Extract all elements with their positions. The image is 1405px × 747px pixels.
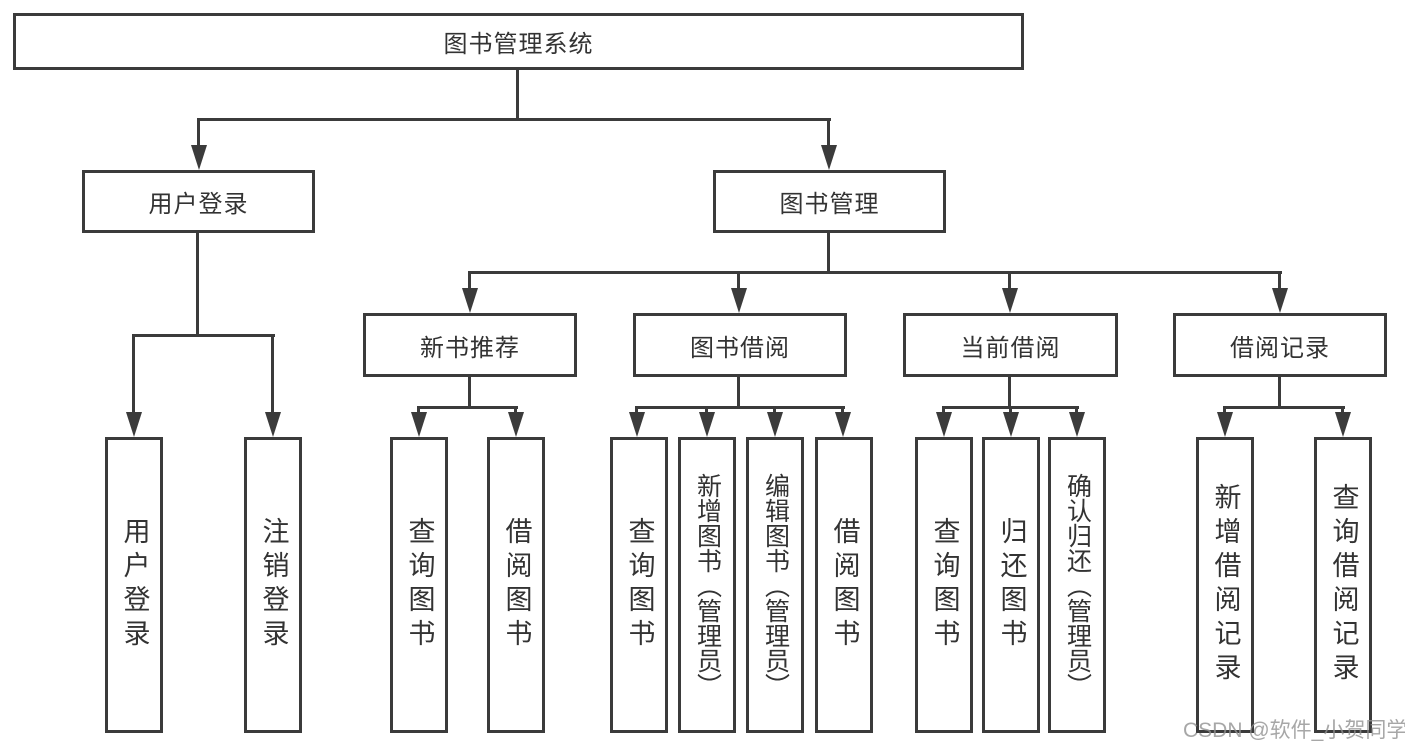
leaf-cb-query-books: 查询图书 bbox=[915, 437, 973, 733]
leaf-logout: 注销登录 bbox=[244, 437, 302, 733]
arrowhead-to-new-book bbox=[462, 288, 478, 313]
arrowhead-to-logout bbox=[265, 412, 281, 437]
arrowhead-to-bb-borrow bbox=[835, 412, 851, 437]
arrowhead-to-nb-borrow bbox=[508, 412, 524, 437]
leaf-nb-borrow-books: 借阅图书 bbox=[487, 437, 545, 733]
arrowhead-to-nb-query bbox=[411, 412, 427, 437]
connector-login-drop bbox=[132, 334, 135, 414]
leaf-br-add-record: 新增借阅记录 bbox=[1196, 437, 1254, 733]
leaf-bb-add-books-admin-label: 新增图书（管理员） bbox=[693, 472, 722, 698]
arrowhead-to-bb-query bbox=[629, 412, 645, 437]
connector-book-borrow-stem bbox=[737, 377, 740, 408]
arrowhead-to-book-mgmt bbox=[821, 145, 837, 170]
leaf-cb-confirm-return-admin: 确认归还（管理员） bbox=[1048, 437, 1106, 733]
leaf-bb-query-books: 查询图书 bbox=[610, 437, 668, 733]
leaf-br-query-record: 查询借阅记录 bbox=[1314, 437, 1372, 733]
connector-book-mgmt-split bbox=[468, 271, 1282, 274]
connector-bb-query-drop bbox=[635, 406, 638, 416]
arrowhead-to-book-borrow bbox=[731, 288, 747, 313]
arrowhead-to-current-borrow bbox=[1002, 288, 1018, 313]
leaf-bb-query-books-label: 查询图书 bbox=[624, 517, 655, 653]
leaf-br-add-record-label: 新增借阅记录 bbox=[1210, 483, 1241, 687]
connector-cb-query-drop bbox=[942, 406, 945, 416]
connector-root-split bbox=[197, 118, 831, 121]
leaf-bb-borrow-books-label: 借阅图书 bbox=[829, 517, 860, 653]
connector-new-book-split bbox=[417, 406, 518, 409]
csdn-watermark: CSDN @软件_小贺同学 bbox=[1183, 719, 1405, 742]
leaf-user-login: 用户登录 bbox=[105, 437, 163, 733]
connector-borrow-record-stem bbox=[1278, 377, 1281, 408]
connector-root-left-drop bbox=[197, 118, 200, 148]
connector-bb-borrow-drop bbox=[841, 406, 844, 416]
leaf-nb-query-books: 查询图书 bbox=[390, 437, 448, 733]
node-book-borrow-label: 图书借阅 bbox=[690, 334, 790, 362]
arrowhead-to-cb-confirm bbox=[1069, 412, 1085, 437]
connector-new-book-drop bbox=[468, 271, 471, 291]
connector-current-borrow-drop bbox=[1008, 271, 1011, 291]
node-root-label: 图书管理系统 bbox=[443, 31, 594, 58]
node-current-borrow-label: 当前借阅 bbox=[960, 334, 1061, 362]
node-root-library-system: 图书管理系统 bbox=[13, 13, 1024, 70]
arrowhead-to-user-login bbox=[191, 145, 207, 170]
connector-br-add-drop bbox=[1223, 406, 1226, 416]
node-book-mgmt: 图书管理 bbox=[713, 170, 946, 233]
arrowhead-to-br-add bbox=[1217, 412, 1233, 437]
connector-nb-query-drop bbox=[417, 406, 420, 416]
arrowhead-to-br-query bbox=[1335, 412, 1351, 437]
connector-nb-borrow-drop bbox=[514, 406, 517, 416]
leaf-user-login-label: 用户登录 bbox=[119, 517, 150, 653]
leaf-bb-borrow-books: 借阅图书 bbox=[815, 437, 873, 733]
leaf-bb-edit-books-admin: 编辑图书（管理员） bbox=[746, 437, 804, 733]
connector-user-login-stem bbox=[196, 233, 199, 336]
leaf-bb-add-books-admin: 新增图书（管理员） bbox=[678, 437, 736, 733]
leaf-cb-return-books: 归还图书 bbox=[982, 437, 1040, 733]
connector-logout-drop bbox=[271, 334, 274, 414]
connector-bb-edit-drop bbox=[773, 406, 776, 416]
leaf-cb-confirm-return-admin-label: 确认归还（管理员） bbox=[1063, 472, 1092, 698]
connector-borrow-record-drop bbox=[1278, 271, 1281, 291]
node-book-mgmt-label: 图书管理 bbox=[779, 191, 880, 218]
node-new-book-label: 新书推荐 bbox=[420, 334, 520, 362]
connector-user-login-split bbox=[132, 334, 275, 337]
connector-bb-add-drop bbox=[705, 406, 708, 416]
arrowhead-to-bb-add bbox=[699, 412, 715, 437]
arrowhead-to-login bbox=[126, 412, 142, 437]
leaf-br-query-record-label: 查询借阅记录 bbox=[1328, 483, 1359, 687]
leaf-nb-query-books-label: 查询图书 bbox=[404, 517, 435, 653]
leaf-cb-query-books-label: 查询图书 bbox=[929, 517, 960, 653]
leaf-logout-label: 注销登录 bbox=[258, 517, 289, 653]
node-book-borrow: 图书借阅 bbox=[633, 313, 847, 377]
connector-borrow-record-split bbox=[1223, 406, 1345, 409]
leaf-bb-edit-books-admin-label: 编辑图书（管理员） bbox=[761, 472, 790, 698]
node-user-login: 用户登录 bbox=[82, 170, 315, 233]
arrowhead-to-bb-edit bbox=[767, 412, 783, 437]
connector-cb-confirm-drop bbox=[1075, 406, 1078, 416]
connector-root-right-drop bbox=[827, 118, 830, 148]
node-new-book: 新书推荐 bbox=[363, 313, 577, 377]
connector-br-query-drop bbox=[1341, 406, 1344, 416]
leaf-nb-borrow-books-label: 借阅图书 bbox=[501, 517, 532, 653]
node-borrow-record: 借阅记录 bbox=[1173, 313, 1387, 377]
connector-current-borrow-stem bbox=[1008, 377, 1011, 408]
node-borrow-record-label: 借阅记录 bbox=[1230, 334, 1330, 362]
connector-book-borrow-drop bbox=[737, 271, 740, 291]
connector-book-mgmt-stem bbox=[827, 233, 830, 273]
connector-new-book-stem bbox=[468, 377, 471, 408]
node-user-login-label: 用户登录 bbox=[148, 191, 249, 218]
arrowhead-to-cb-return bbox=[1003, 412, 1019, 437]
arrowhead-to-cb-query bbox=[936, 412, 952, 437]
connector-cb-return-drop bbox=[1009, 406, 1012, 416]
arrowhead-to-borrow-record bbox=[1272, 288, 1288, 313]
connector-book-borrow-split bbox=[635, 406, 845, 409]
node-current-borrow: 当前借阅 bbox=[903, 313, 1118, 377]
connector-root-stem bbox=[516, 69, 519, 119]
leaf-cb-return-books-label: 归还图书 bbox=[996, 517, 1027, 653]
